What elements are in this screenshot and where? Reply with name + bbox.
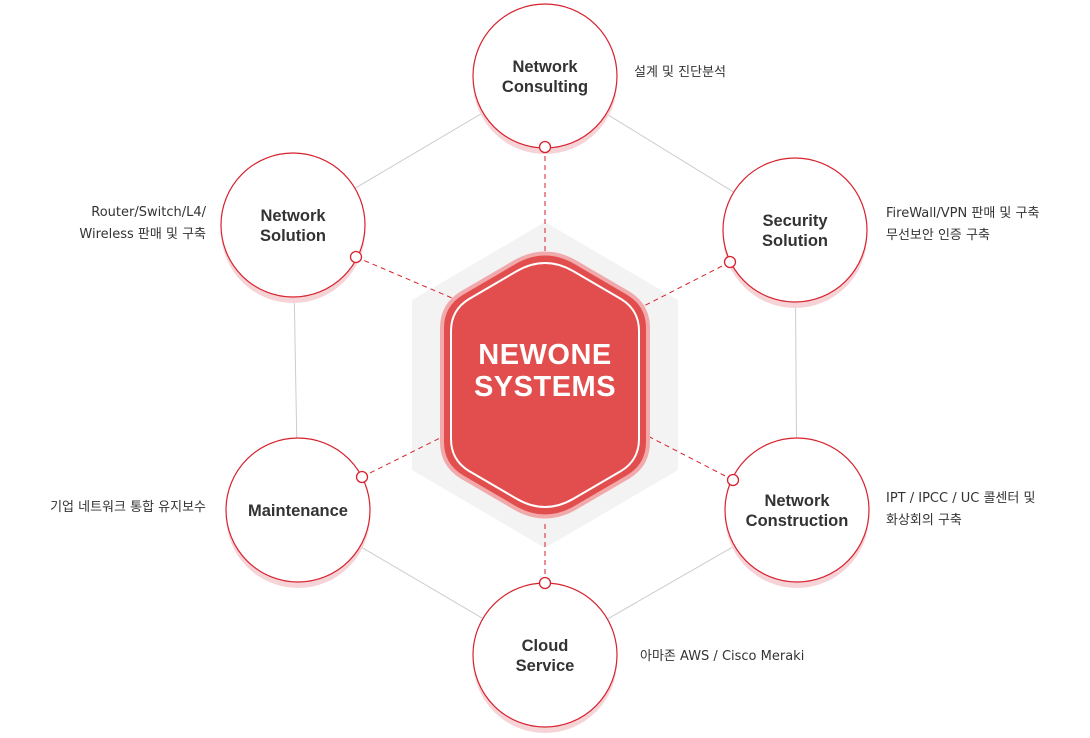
node-title: Network [512, 58, 578, 76]
node-port-dot [723, 255, 737, 269]
desc-network-consulting: 설계 및 진단분석 [634, 62, 726, 84]
desc-network-solution: Router/Switch/L4/ Wireless 판매 및 구축 [79, 202, 206, 246]
desc-line: FireWall/VPN 판매 및 구축 [886, 206, 1040, 221]
node-port-dot [349, 250, 363, 264]
node-title: Network [260, 207, 326, 225]
dashed-spokes [355, 147, 734, 583]
desc-line: 아마존 AWS / Cisco Meraki [640, 649, 805, 664]
node-title: Solution [260, 227, 326, 245]
desc-line: Wireless 판매 및 구축 [79, 227, 206, 242]
desc-security-solution: FireWall/VPN 판매 및 구축 무선보안 인증 구축 [886, 203, 1039, 247]
node-port-dot [538, 576, 552, 590]
node-title: Construction [746, 512, 849, 530]
node-circle [472, 3, 618, 149]
outer-connector-lines [293, 112, 797, 620]
dashed-spoke [639, 261, 731, 309]
node-title: Solution [762, 232, 828, 250]
desc-line: 설계 및 진단분석 [634, 65, 726, 80]
outer-connector-line [354, 112, 484, 189]
center-hexagon: NEWONE SYSTEMS [440, 251, 650, 519]
outer-connector-line [606, 113, 734, 193]
center-title-line-1: NEWONE [478, 339, 612, 371]
service-nodes: NetworkConsultingSecuritySolutionNetwork… [220, 3, 870, 733]
outer-connector-line [795, 301, 797, 439]
desc-cloud-service: 아마존 AWS / Cisco Meraki [640, 646, 804, 668]
desc-line: Router/Switch/L4/ [91, 205, 206, 220]
dashed-spoke [361, 431, 453, 478]
center-hexagon-shape [440, 251, 650, 519]
desc-line: 무선보안 인증 구축 [886, 228, 990, 243]
node-port-dot [355, 470, 369, 484]
desc-maintenance: 기업 네트워크 통합 유지보수 [50, 497, 206, 519]
node-title: Consulting [502, 78, 588, 96]
node-circle [722, 157, 868, 303]
desc-line: IPT / IPCC / UC 콜센터 및 [886, 491, 1036, 506]
node-circle [225, 437, 371, 583]
node-title: Maintenance [248, 502, 348, 520]
node-title: Security [762, 212, 828, 230]
node-circle [220, 152, 366, 298]
desc-line: 화상회의 구축 [886, 513, 962, 528]
node-circle [472, 582, 618, 728]
node-title: Network [764, 492, 830, 510]
outer-connector-line [293, 296, 298, 439]
center-hexagon-inner-border [450, 262, 640, 508]
node-title: Service [516, 657, 575, 675]
node-port-dot [538, 140, 552, 154]
center-title-line-2: SYSTEMS [474, 371, 616, 403]
node-circle [724, 437, 870, 583]
desc-network-construction: IPT / IPCC / UC 콜센터 및 화상회의 구축 [886, 488, 1035, 532]
node-maintenance: Maintenance [225, 437, 371, 588]
outer-connector-line [359, 546, 484, 619]
node-port-dot [726, 473, 740, 487]
outer-connector-line [607, 545, 735, 620]
node-title: Cloud [522, 637, 569, 655]
desc-line: 기업 네트워크 통합 유지보수 [50, 500, 206, 515]
